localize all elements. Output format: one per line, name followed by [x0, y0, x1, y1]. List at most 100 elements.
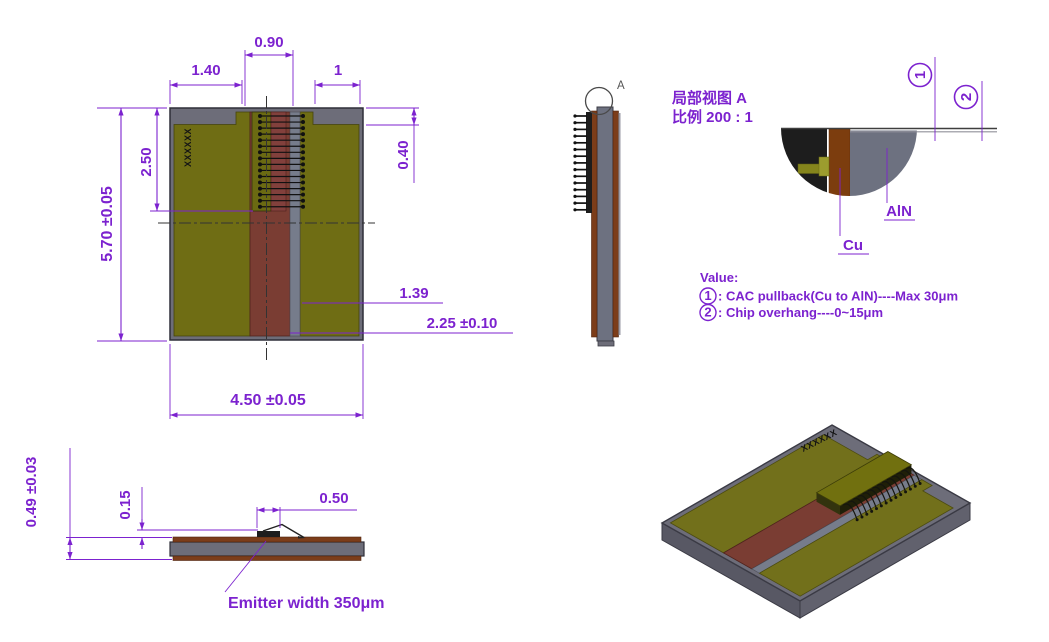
note1-num: 1 — [704, 288, 711, 303]
wire-bond — [301, 198, 305, 203]
aln-body — [169, 541, 365, 557]
wire-bond — [891, 475, 907, 493]
wire-bond — [573, 174, 577, 178]
wire-bond — [258, 120, 262, 125]
wire-bond — [865, 512, 869, 516]
dim-0-40: 0.40 — [395, 140, 412, 169]
wire-bond — [894, 495, 898, 499]
wire-bond — [867, 489, 882, 507]
dim-1-39: 1.39 — [399, 285, 428, 302]
solder-fillet — [818, 156, 830, 177]
wire-bond — [855, 518, 859, 522]
wire-bond — [258, 162, 262, 167]
dim-1-40: 1.40 — [191, 62, 220, 79]
wire-bonds-side-view — [573, 114, 587, 212]
wire-bond — [876, 483, 892, 501]
detail-view-a: 局部视图 A 比例 200 : 1 1 2 Cu AlN — [671, 57, 997, 255]
wire-bond — [573, 121, 577, 125]
wire-bond — [573, 201, 577, 205]
wire-bond — [901, 469, 916, 487]
wire-bond — [301, 174, 305, 179]
iso-chip-top — [815, 451, 913, 507]
wire-bond — [258, 150, 262, 155]
wire-bond — [301, 114, 305, 118]
wire-bonds-top-view — [258, 114, 305, 209]
copper-section — [828, 128, 851, 196]
note1-text: : CAC pullback(Cu to AlN)----Max 30μm — [718, 289, 958, 304]
callout2-num: 2 — [958, 93, 975, 101]
wire-bond — [258, 156, 262, 161]
dim-2-50: 2.50 — [138, 147, 155, 176]
wire-bond — [573, 127, 577, 131]
wire-bond — [573, 168, 577, 172]
wire-bond — [881, 481, 897, 498]
wire-bond — [258, 114, 262, 118]
wire-bond — [899, 493, 903, 497]
detail-scale: 比例 200 : 1 — [672, 108, 753, 126]
wire-bond — [862, 492, 878, 509]
wire-bond — [874, 507, 878, 511]
wire-bond — [258, 180, 262, 185]
gold-pad-right — [299, 111, 360, 337]
wire-bond — [301, 144, 305, 149]
dim-0-50: 0.50 — [319, 490, 348, 507]
wire-bonds-iso-view — [842, 467, 922, 522]
wire-bond — [301, 192, 305, 197]
wire-bond-loop — [262, 523, 305, 539]
wire-bond — [258, 144, 262, 149]
wire-bond — [301, 138, 305, 143]
dim-0-49: 0.49 ±0.03 — [23, 457, 40, 528]
front-view: 0.50 0.15 0.49 ±0.03 Emitter width 350μm — [23, 448, 385, 612]
aln-section — [850, 130, 917, 196]
dim-0-15: 0.15 — [117, 490, 134, 519]
notes-title: Value: — [700, 270, 738, 285]
emitter-note: Emitter width 350μm — [228, 595, 385, 612]
wire-bond — [852, 497, 868, 515]
aln-strip — [289, 111, 301, 337]
wire-bond — [913, 484, 917, 488]
copper-top — [172, 536, 362, 543]
wire-bond — [573, 154, 577, 158]
wire-bond — [573, 181, 577, 185]
dim-2-25: 2.25 ±0.10 — [427, 315, 498, 332]
callout1-num: 1 — [912, 71, 929, 79]
wire-bond — [918, 482, 922, 485]
callout1-circle — [907, 62, 933, 88]
dim-0-90: 0.90 — [254, 34, 283, 51]
wire-bond — [258, 174, 262, 179]
side-view: A — [573, 80, 625, 347]
chip-edge — [586, 112, 592, 213]
wire-bond — [870, 509, 874, 513]
wire-bond — [905, 467, 921, 484]
detail-title: 局部视图 A — [671, 89, 747, 107]
detail-label-A: A — [617, 80, 625, 92]
wire-bond — [301, 120, 305, 125]
note2-text: : Chip overhang----0~15μm — [718, 305, 883, 320]
iso-chip-side-right — [840, 464, 912, 515]
wire-bond — [857, 494, 873, 512]
substrate-foot — [597, 340, 615, 347]
notes-block: Value: 1 : CAC pullback(Cu to AlN)----Ma… — [699, 270, 958, 322]
callout2-circle — [953, 84, 979, 110]
top-view: XXXXXX 1.40 0.90 1 0.40 2.50 5.70 ±0.05 … — [97, 34, 513, 419]
wire-bond — [904, 490, 908, 494]
aln-substrate-edge — [596, 106, 614, 342]
wire-bond — [301, 156, 305, 161]
copper-bottom — [172, 555, 362, 561]
note2-num: 2 — [704, 305, 711, 320]
chip-solder-strip — [270, 111, 287, 212]
wire-bond — [889, 498, 893, 502]
wire-bond — [258, 138, 262, 143]
wire-bond — [573, 161, 577, 165]
wire-bond — [879, 504, 883, 508]
wire-bond — [301, 186, 305, 191]
dim-4-50: 4.50 ±0.05 — [230, 392, 306, 409]
wire-bond — [908, 487, 912, 491]
wire-bond — [301, 132, 305, 137]
edge-highlight — [618, 113, 621, 335]
iso-view: XXXXXX — [660, 424, 972, 619]
wire-bond — [573, 208, 577, 212]
wire-bond — [884, 501, 888, 505]
